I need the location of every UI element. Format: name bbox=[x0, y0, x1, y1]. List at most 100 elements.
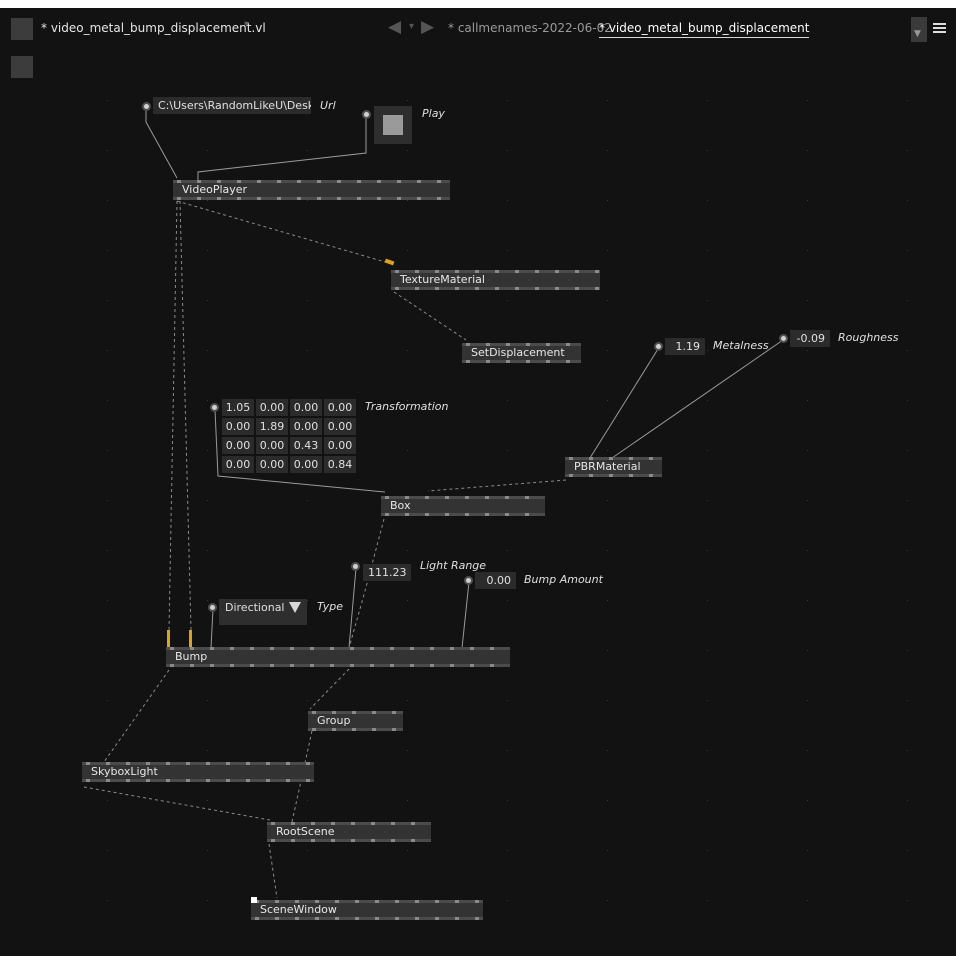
matrix-cell[interactable]: 1.89 bbox=[256, 418, 288, 435]
node-pin[interactable] bbox=[330, 647, 334, 650]
node-pin[interactable] bbox=[385, 513, 389, 516]
node-pin[interactable] bbox=[290, 664, 294, 667]
node-pin[interactable] bbox=[350, 647, 354, 650]
node-pin[interactable] bbox=[277, 197, 281, 200]
node-pin[interactable] bbox=[332, 711, 336, 714]
node-rootscene[interactable]: RootScene bbox=[267, 822, 431, 842]
history-dropdown-icon[interactable]: ▾ bbox=[409, 21, 415, 32]
node-pin[interactable] bbox=[311, 822, 315, 825]
node-pin[interactable] bbox=[146, 762, 150, 765]
node-pin[interactable] bbox=[455, 270, 459, 273]
transformation-pin[interactable] bbox=[210, 403, 219, 412]
patch-explorer-button[interactable] bbox=[11, 56, 33, 78]
url-pin[interactable] bbox=[142, 102, 151, 111]
node-pin[interactable] bbox=[377, 197, 381, 200]
node-texturematerial[interactable]: TextureMaterial bbox=[391, 270, 600, 290]
node-pin[interactable] bbox=[566, 343, 570, 346]
node-pin[interactable] bbox=[372, 728, 376, 731]
node-pin[interactable] bbox=[86, 779, 90, 782]
node-pin[interactable] bbox=[569, 457, 573, 460]
node-pin[interactable] bbox=[450, 647, 454, 650]
node-pin[interactable] bbox=[450, 664, 454, 667]
node-pin[interactable] bbox=[575, 287, 579, 290]
node-pin[interactable] bbox=[206, 779, 210, 782]
node-pin[interactable] bbox=[535, 287, 539, 290]
node-pin[interactable] bbox=[146, 779, 150, 782]
node-pin[interactable] bbox=[270, 647, 274, 650]
node-pin[interactable] bbox=[435, 270, 439, 273]
node-pin[interactable] bbox=[566, 360, 570, 363]
node-pin[interactable] bbox=[257, 197, 261, 200]
node-pin[interactable] bbox=[589, 457, 593, 460]
node-pin[interactable] bbox=[190, 647, 194, 650]
node-pin[interactable] bbox=[352, 728, 356, 731]
node-pin[interactable] bbox=[266, 779, 270, 782]
triangle-right-icon[interactable]: ▶ bbox=[421, 17, 435, 37]
matrix-cell[interactable]: 0.00 bbox=[290, 399, 322, 416]
node-pin[interactable] bbox=[312, 728, 316, 731]
node-pin[interactable] bbox=[186, 779, 190, 782]
node-pin[interactable] bbox=[371, 822, 375, 825]
node-pin[interactable] bbox=[271, 822, 275, 825]
matrix-cell[interactable]: 0.00 bbox=[222, 456, 254, 473]
tab-callmenames[interactable]: * callmenames-2022-06-02 bbox=[448, 21, 612, 35]
node-pin[interactable] bbox=[466, 343, 470, 346]
node-pin[interactable] bbox=[250, 664, 254, 667]
node-pin[interactable] bbox=[330, 664, 334, 667]
node-pin[interactable] bbox=[297, 197, 301, 200]
node-bump[interactable]: Bump bbox=[166, 647, 510, 667]
node-pin[interactable] bbox=[395, 900, 399, 903]
node-pin[interactable] bbox=[106, 762, 110, 765]
matrix-cell[interactable]: 0.00 bbox=[324, 418, 356, 435]
node-pin[interactable] bbox=[230, 647, 234, 650]
node-pin[interactable] bbox=[385, 496, 389, 499]
node-pin[interactable] bbox=[526, 343, 530, 346]
node-pin[interactable] bbox=[186, 762, 190, 765]
node-pin[interactable] bbox=[505, 513, 509, 516]
node-pin[interactable] bbox=[435, 917, 439, 920]
matrix-cell[interactable]: 0.00 bbox=[290, 456, 322, 473]
node-pin[interactable] bbox=[397, 180, 401, 183]
node-pin[interactable] bbox=[411, 839, 415, 842]
tab-overflow-button[interactable]: ▼ bbox=[911, 17, 927, 42]
node-pin[interactable] bbox=[310, 647, 314, 650]
url-input[interactable]: C:\Users\RandomLikeU\Desk bbox=[153, 97, 311, 114]
node-pin[interactable] bbox=[430, 664, 434, 667]
app-menu-button[interactable] bbox=[11, 18, 33, 40]
node-pin[interactable] bbox=[410, 664, 414, 667]
node-pin[interactable] bbox=[337, 197, 341, 200]
node-pin[interactable] bbox=[595, 270, 599, 273]
node-pin[interactable] bbox=[255, 917, 259, 920]
light-range-pin[interactable] bbox=[351, 562, 360, 571]
node-pin[interactable] bbox=[275, 900, 279, 903]
node-pin[interactable] bbox=[331, 839, 335, 842]
node-pin[interactable] bbox=[351, 839, 355, 842]
node-pin[interactable] bbox=[526, 360, 530, 363]
node-pin[interactable] bbox=[485, 496, 489, 499]
matrix-cell[interactable]: 1.05 bbox=[222, 399, 254, 416]
node-pin[interactable] bbox=[525, 513, 529, 516]
node-pin[interactable] bbox=[397, 197, 401, 200]
node-pin[interactable] bbox=[237, 180, 241, 183]
node-pin[interactable] bbox=[126, 762, 130, 765]
node-pin[interactable] bbox=[649, 457, 653, 460]
node-pin[interactable] bbox=[455, 287, 459, 290]
node-pin[interactable] bbox=[415, 917, 419, 920]
node-pin[interactable] bbox=[317, 180, 321, 183]
node-pin[interactable] bbox=[375, 900, 379, 903]
node-pin[interactable] bbox=[425, 496, 429, 499]
node-pin[interactable] bbox=[377, 180, 381, 183]
node-pin[interactable] bbox=[506, 343, 510, 346]
tab-video-metal-bump-displacement[interactable]: * video_metal_bump_displacement bbox=[599, 21, 810, 38]
node-pin[interactable] bbox=[291, 822, 295, 825]
node-pin[interactable] bbox=[455, 900, 459, 903]
node-pin[interactable] bbox=[495, 270, 499, 273]
node-pin[interactable] bbox=[475, 287, 479, 290]
node-pin[interactable] bbox=[609, 457, 613, 460]
node-pin[interactable] bbox=[177, 197, 181, 200]
node-pin[interactable] bbox=[435, 900, 439, 903]
node-pin[interactable] bbox=[470, 664, 474, 667]
node-pin[interactable] bbox=[555, 287, 559, 290]
metalness-input[interactable]: 1.19 bbox=[665, 338, 705, 355]
node-skyboxlight[interactable]: SkyboxLight bbox=[82, 762, 314, 782]
